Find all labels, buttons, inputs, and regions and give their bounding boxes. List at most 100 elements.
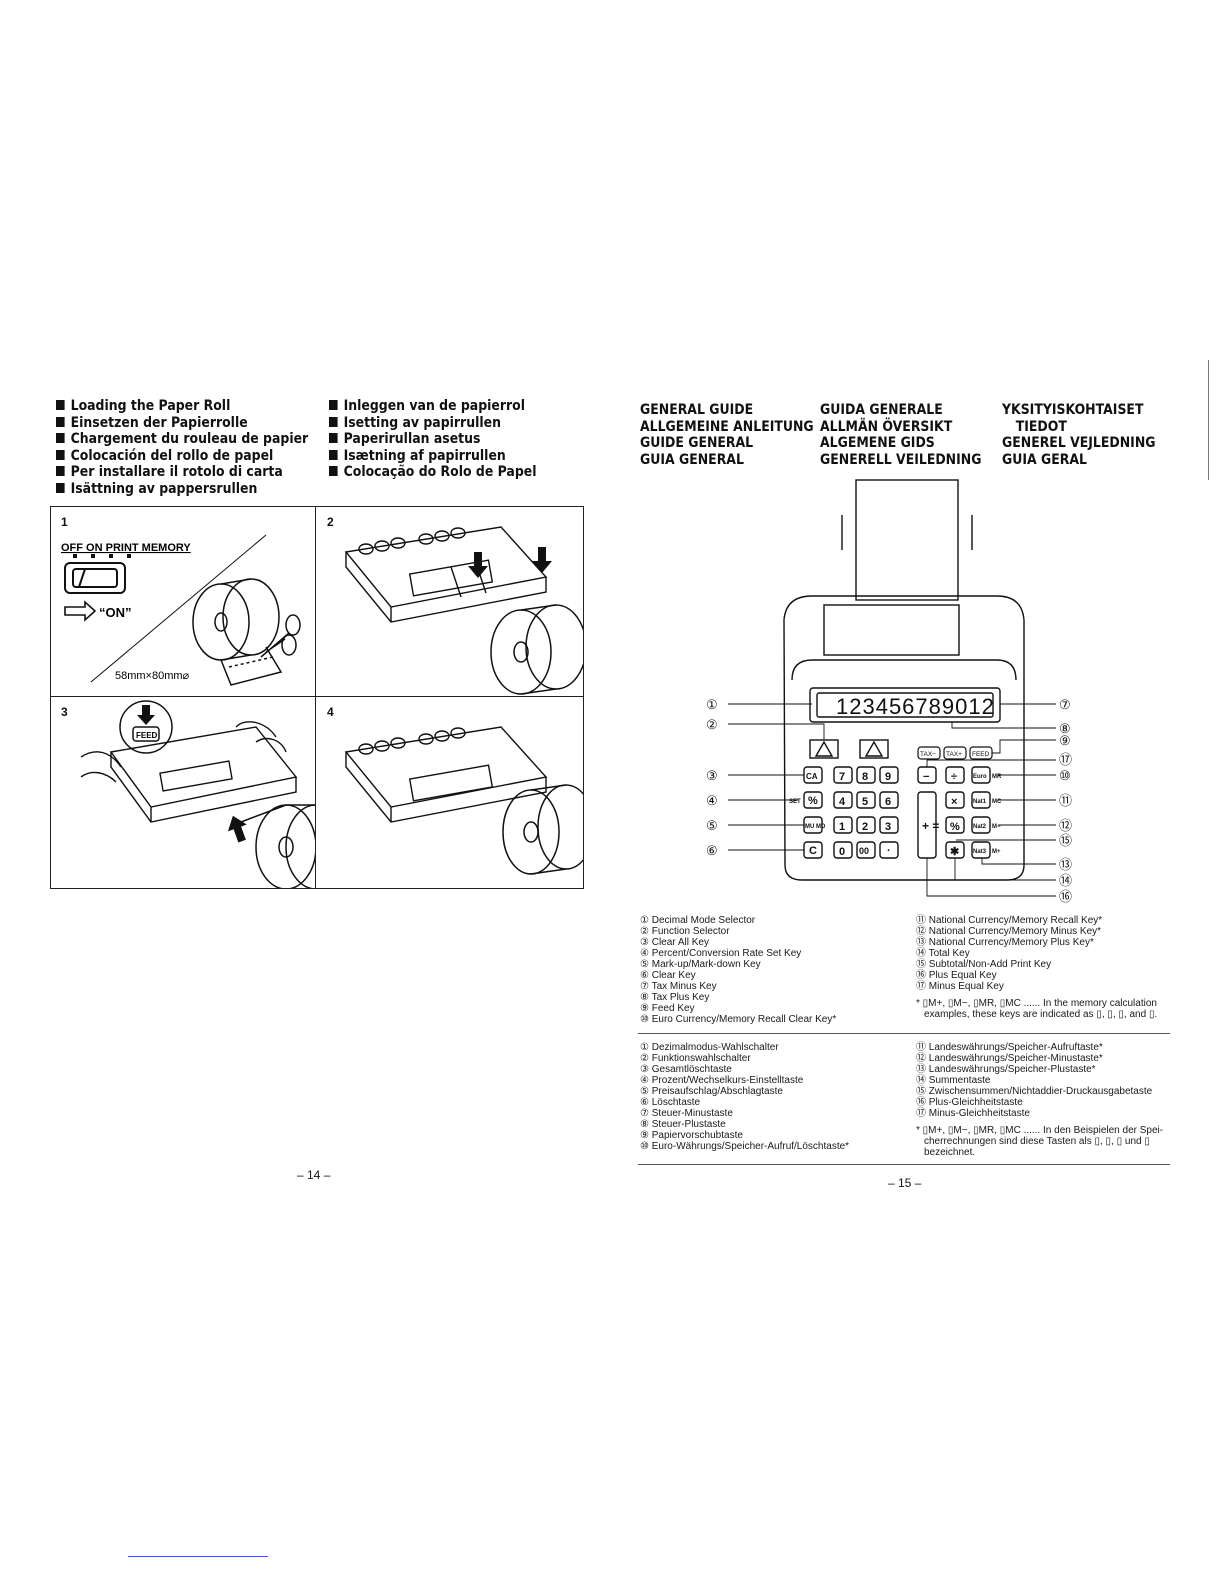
legend-note: * ▯M+, ▯M−, ▯MR, ▯MC ...... In the memor…	[916, 998, 1157, 1009]
legend-item: ⑰ Minus-Gleichheitstaste	[916, 1108, 1030, 1119]
guide-col1: GENERAL GUIDE ALLGEMEINE ANLEITUNG GUIDE…	[640, 402, 814, 468]
heading-item: Colocação do Rolo de Papel	[329, 464, 537, 481]
heading-item: Colocación del rollo de papel	[56, 448, 308, 465]
subtotal-key	[945, 816, 965, 834]
legend-item: ⑧ Steuer-Plustaste	[640, 1119, 726, 1130]
paper-roll-icon	[502, 784, 583, 875]
callout: ⑪	[1059, 793, 1072, 808]
key-row	[358, 727, 466, 755]
step-number: 4	[327, 705, 334, 719]
digit-key	[879, 816, 899, 834]
legend-item: ⑥ Löschtaste	[640, 1097, 701, 1108]
digit-key	[833, 791, 853, 809]
divider	[638, 1164, 1170, 1165]
callout: ⑧	[1059, 721, 1071, 736]
step3-illustration: FEED	[80, 700, 315, 888]
legend-note: examples, these keys are indicated as ▯,…	[924, 1009, 1158, 1020]
key-label: 5	[862, 796, 868, 808]
callout: ⑨	[1059, 733, 1071, 748]
callout: ⑩	[1059, 768, 1071, 783]
key-label: + =	[922, 819, 939, 833]
key-label: 3	[885, 821, 891, 833]
legend-item: ⑦ Tax Minus Key	[640, 981, 717, 992]
power-switch-label: OFF ON PRINT MEMORY	[61, 542, 191, 554]
legend-note: cherrechnungen sind diese Tasten als ▯, …	[924, 1136, 1150, 1147]
step-number: 1	[61, 515, 68, 529]
digit-key	[856, 791, 876, 809]
legend-item: ⑦ Steuer-Minustaste	[640, 1108, 733, 1119]
guide-title: GENEREL VEJLEDNING	[1002, 435, 1156, 452]
digit-key	[856, 841, 876, 859]
keypad	[803, 766, 991, 859]
legend-item: ⑯ Plus-Gleichheitstaste	[916, 1097, 1023, 1108]
callout: ⑬	[1059, 857, 1072, 872]
divide-key	[945, 766, 965, 784]
right-page: GENERAL GUIDE ALLGEMEINE ANLEITUNG GUIDE…	[612, 0, 1224, 1584]
guide-title: ALLMÄN ÖVERSIKT	[820, 418, 953, 435]
heading-item: Isättning av pappersrullen	[56, 481, 308, 498]
callout: ⑫	[1059, 818, 1072, 833]
legend-item: ⑨ Feed Key	[640, 1003, 695, 1014]
legend-item: ⑰ Minus Equal Key	[916, 981, 1004, 992]
key-label: M−	[992, 824, 1001, 830]
nat2-key	[971, 816, 991, 834]
key-label: C	[809, 845, 817, 857]
steps-figure: 1 OFF ON PRINT MEMORY “ON”	[50, 506, 584, 889]
display-window	[809, 687, 1001, 723]
key-label: ✱	[950, 846, 959, 858]
legend-en-right: ⑪ National Currency/Memory Recall Key* ⑫…	[916, 915, 1157, 1020]
heading-item: Chargement du rouleau de papier	[56, 431, 308, 448]
guide-col3: YKSITYISKOHTAISET TIEDOT GENEREL VEJLEDN…	[1002, 402, 1155, 468]
legend-item: ⑮ Zwischensummen/Nichtaddier-Druckausgab…	[916, 1086, 1153, 1097]
legend-item: ① Dezimalmodus-Wahlschalter	[640, 1042, 779, 1053]
legend-item: ④ Percent/Conversion Rate Set Key	[640, 948, 802, 959]
percent-key	[803, 791, 823, 809]
legend-item: ⑤ Mark-up/Mark-down Key	[640, 959, 761, 970]
callout: ①	[706, 697, 718, 712]
legend-item: ⑨ Papiervorschubtaste	[640, 1130, 743, 1141]
step2-illustration	[344, 526, 583, 695]
heading-item: Inleggen van de papierrol	[329, 398, 537, 415]
digit-key	[879, 791, 899, 809]
key-label: Nat3	[973, 849, 987, 855]
legend-item: ⑭ Summentaste	[916, 1075, 991, 1086]
key-label: 9	[885, 771, 891, 783]
guide-title: GUIA GERAL	[1002, 451, 1087, 468]
heading-item: Per installare il rotolo di carta	[56, 464, 308, 481]
legend-item: ⑪ Landeswährungs/Speicher-Aufruftaste*	[916, 1042, 1103, 1053]
heading-item: Isætning af papirrullen	[329, 448, 537, 465]
legend-item: ⑩ Euro Currency/Memory Recall Clear Key*	[640, 1014, 837, 1025]
arrow-down-icon	[468, 547, 552, 578]
legend-item: ⑥ Clear Key	[640, 970, 696, 981]
left-page: Loading the Paper Roll Einsetzen der Pap…	[0, 0, 600, 1584]
key-label: MC	[992, 799, 1002, 805]
paper-roll-icon	[192, 578, 283, 686]
step4-illustration	[344, 726, 583, 875]
tax-plus-label: TAX+	[946, 751, 962, 758]
page-number: – 15 –	[888, 1176, 922, 1190]
legend-item: ⑬ Landeswährungs/Speicher-Plustaste*	[916, 1064, 1096, 1075]
callout: ⑯	[1059, 889, 1072, 904]
key-label: 00	[859, 846, 869, 856]
key-label: 8	[862, 771, 868, 783]
guide-title: GENERELL VEILEDNING	[820, 451, 982, 468]
callout: ⑥	[706, 843, 718, 858]
key-label: %	[808, 795, 818, 807]
callout: ③	[706, 768, 718, 783]
legend-note: * ▯M+, ▯M−, ▯MR, ▯MC ...... In den Beisp…	[916, 1125, 1164, 1136]
legend-item: ⑯ Plus Equal Key	[916, 970, 997, 981]
nat3-key	[971, 841, 991, 859]
nat1-key	[971, 791, 991, 809]
feed-button-callout	[119, 700, 173, 754]
key-label: ×	[951, 796, 957, 808]
legend-item: ⑤ Preisaufschlag/Abschlagtaste	[640, 1086, 783, 1097]
key-label: %	[950, 821, 960, 833]
step-number: 3	[61, 705, 68, 719]
legend-item: ⑫ Landeswährungs/Speicher-Minustaste*	[916, 1053, 1103, 1064]
heading-item: Isetting av papirrullen	[329, 415, 537, 432]
legend-note: bezeichnet.	[924, 1147, 976, 1158]
legend-item: ⑧ Tax Plus Key	[640, 992, 710, 1003]
step-number: 2	[327, 515, 334, 529]
digit-key	[856, 816, 876, 834]
key-label: ·	[887, 845, 891, 857]
